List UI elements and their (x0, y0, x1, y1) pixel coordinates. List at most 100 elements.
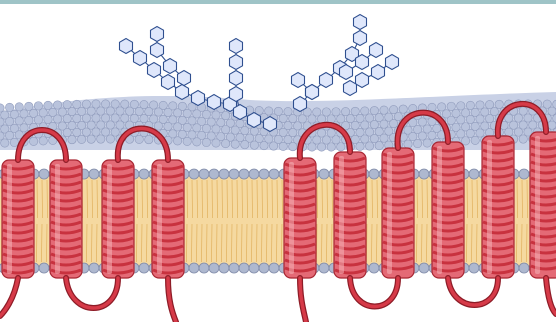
lipid-head-bg (356, 142, 364, 150)
sugar-ring (230, 39, 243, 54)
helix (382, 148, 414, 278)
lipid-bilayer (0, 169, 556, 273)
lipid-head (239, 263, 249, 273)
lipid-head-bg (10, 138, 18, 146)
lipid-head-bg (39, 137, 47, 145)
sugar-ring (120, 39, 133, 54)
lipid-head-bg (423, 139, 431, 147)
sugar-ring (372, 65, 385, 80)
lipid-head (189, 263, 199, 273)
sugar-ring (176, 85, 189, 100)
lipid-head (369, 263, 379, 273)
lipid-head-bg (413, 139, 421, 147)
helix-highlight (7, 164, 12, 274)
lipid-head (519, 263, 529, 273)
lipid-head (419, 263, 429, 273)
sugar-ring (230, 87, 243, 102)
sugar-ring (354, 15, 367, 30)
lipid-head (199, 263, 209, 273)
lipid-head (139, 169, 149, 179)
sugar-ring (148, 63, 161, 78)
helix (102, 160, 134, 278)
lipid-head (89, 169, 99, 179)
lipid-head-bg (327, 143, 335, 151)
helix-highlight (487, 140, 492, 274)
lipid-head-bg (183, 137, 191, 145)
helix (2, 160, 34, 278)
lipid-head-bg (365, 142, 373, 150)
helix-highlight (339, 156, 344, 274)
lipid-head-bg (461, 137, 469, 145)
lipid-head-bg (145, 135, 153, 143)
lipid-head-bg (250, 141, 258, 149)
sugar-ring (294, 97, 307, 112)
helix-highlight (55, 164, 60, 274)
lipid-head-bg (135, 135, 143, 143)
helix-highlight (107, 164, 112, 274)
lipid-head-bg (317, 143, 325, 151)
helix-highlight (289, 162, 294, 274)
lipid-head-bg (404, 140, 412, 148)
lipid-head-bg (77, 135, 85, 143)
lipid-head-bg (173, 137, 181, 145)
lipid-head-bg (308, 143, 316, 151)
sugar-ring (234, 105, 247, 120)
sugar-ring (178, 71, 191, 86)
sugar-ring (208, 95, 221, 110)
lipid-head (39, 263, 49, 273)
lipid-head (209, 169, 219, 179)
lipid-head-bg (212, 139, 220, 147)
helix-highlight (387, 152, 392, 274)
lipid-head (229, 169, 239, 179)
lipid-head-bg (337, 143, 345, 151)
loop-outline (350, 278, 398, 307)
helix (432, 142, 464, 278)
lipid-head-bg (87, 135, 95, 143)
lipid-head-bg (471, 136, 479, 144)
helix-body (432, 142, 464, 278)
helix (284, 158, 316, 278)
lipid-head (89, 263, 99, 273)
lipid-head (259, 263, 269, 273)
lipid-head (269, 263, 279, 273)
sugar-ring (340, 65, 353, 80)
lipid-head-bg (269, 142, 277, 150)
lipid-head-bg (68, 135, 76, 143)
sugar-ring (370, 43, 383, 58)
helix (152, 160, 184, 278)
sugar-ring (248, 113, 261, 128)
helix (530, 132, 556, 278)
lipid-head (219, 263, 229, 273)
lipid-head-bg (106, 135, 114, 143)
sugar-ring (264, 117, 277, 132)
lipid-head-bg (97, 135, 105, 143)
lipid-head-bg (241, 140, 249, 148)
lipid-head-bg (375, 141, 383, 149)
lipid-head (469, 169, 479, 179)
lipid-head-bg (29, 137, 37, 145)
lipid-head (419, 169, 429, 179)
lipid-head (249, 169, 259, 179)
lipid-head (369, 169, 379, 179)
lipid-head (249, 263, 259, 273)
loop-outline (448, 278, 498, 305)
lipid-head (209, 263, 219, 273)
helix (50, 160, 82, 278)
lipid-head (189, 169, 199, 179)
sugar-ring (151, 27, 164, 42)
sugar-ring (320, 73, 333, 88)
lipid-head (269, 169, 279, 179)
sugar-ring (386, 55, 399, 70)
helix-highlight (437, 146, 442, 274)
sugar-ring (162, 75, 175, 90)
sugar-ring (306, 85, 319, 100)
hydrophobic-core (0, 176, 556, 266)
lipid-head-bg (279, 142, 287, 150)
sugar-ring (134, 51, 147, 66)
lipid-head-bg (193, 138, 201, 146)
sugar-ring (356, 73, 369, 88)
lipid-head (239, 169, 249, 179)
lipid-head (469, 263, 479, 273)
lipid-head (39, 169, 49, 179)
